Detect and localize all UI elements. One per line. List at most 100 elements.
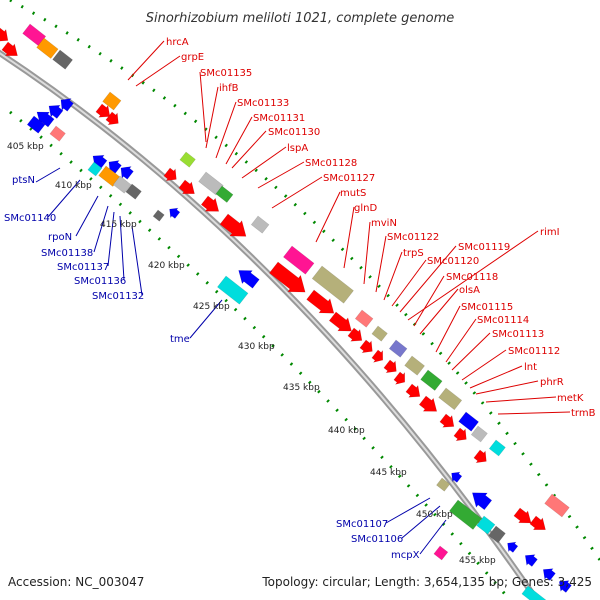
gene-label-SMc01122: SMc01122 — [387, 232, 439, 243]
gene-label-lnt: lnt — [524, 362, 537, 373]
leader-line — [225, 116, 253, 165]
gene-feature-forward — [529, 515, 546, 531]
leader-line — [413, 275, 445, 327]
gene-label-ptsN: ptsN — [12, 175, 35, 186]
leader-line — [385, 497, 431, 524]
leader-line — [419, 288, 459, 335]
kbp-label-430: 430 kbp — [238, 342, 275, 352]
leader-line — [435, 305, 461, 353]
gene-feature-box — [449, 499, 482, 530]
gene-label-lspA: lspA — [287, 143, 308, 154]
gene-feature-box — [125, 183, 142, 200]
leader-line — [399, 245, 457, 313]
gene-feature-box — [470, 425, 488, 443]
leader-line — [47, 179, 81, 218]
gene-feature-reverse — [507, 541, 519, 553]
gene-feature-box — [49, 125, 66, 142]
gene-feature-box — [26, 115, 46, 134]
leader-line — [215, 101, 237, 159]
leader-line — [461, 349, 507, 381]
gene-feature-reverse — [471, 492, 493, 511]
gene-feature-box — [152, 209, 165, 222]
gene-feature-box — [388, 339, 408, 358]
gene-feature-box — [250, 215, 270, 234]
gene-feature-forward — [95, 103, 111, 118]
leader-line — [451, 332, 491, 371]
gene-label-rpoN: rpoN — [48, 232, 72, 243]
gene-label-SMc01131: SMc01131 — [253, 113, 305, 124]
gene-feature-box — [371, 325, 388, 342]
leader-line — [401, 505, 441, 539]
gene-feature-forward — [405, 383, 421, 398]
gene-feature-box — [438, 387, 463, 411]
gene-label-SMc01115: SMc01115 — [461, 302, 513, 313]
gene-label-mviN: mviN — [371, 218, 397, 229]
leader-line — [407, 230, 539, 321]
leader-line — [119, 215, 125, 281]
gene-feature-forward — [371, 349, 384, 363]
gene-feature-forward — [347, 327, 363, 342]
gene-feature-reverse — [60, 98, 74, 112]
gene-feature-box — [476, 515, 496, 535]
label-leader-lines — [35, 40, 571, 555]
gene-feature-box — [98, 165, 121, 187]
gene-feature-forward — [163, 167, 177, 182]
gene-feature-forward — [383, 359, 397, 374]
leader-line — [257, 161, 305, 189]
gene-feature-forward — [219, 213, 247, 237]
gene-feature-forward — [178, 179, 195, 195]
gene-label-SMc01127: SMc01127 — [323, 173, 375, 184]
gene-label-mcpX: mcpX — [391, 550, 420, 561]
gene-feature-box — [87, 161, 103, 177]
gene-feature-reverse — [542, 568, 556, 581]
gene-label-glnD: glnD — [354, 203, 377, 214]
kbp-label-435: 435 kbp — [283, 383, 320, 393]
gene-label-grpE: grpE — [181, 52, 204, 63]
gene-feature-box — [112, 175, 132, 194]
gene-label-rimI: rimI — [540, 227, 560, 238]
gene-feature-box — [179, 151, 196, 168]
leader-line — [315, 191, 341, 243]
gene-feature-box — [215, 185, 234, 203]
gene-label-SMc01130: SMc01130 — [268, 127, 320, 138]
gene-feature-forward — [269, 261, 306, 293]
gene-feature-box — [544, 493, 570, 518]
gene-feature-forward — [418, 395, 438, 412]
leader-line — [241, 146, 287, 179]
gene-feature-box — [521, 585, 549, 600]
gene-feature-box — [36, 37, 59, 59]
gene-feature-box — [436, 477, 451, 492]
gene-label-SMc01119: SMc01119 — [458, 242, 510, 253]
gene-feature-reverse — [524, 554, 538, 567]
kbp-label-440: 440 kbp — [328, 426, 365, 436]
kbp-label-445: 445 kbp — [370, 468, 407, 478]
gene-feature-box — [311, 265, 354, 304]
leader-line — [127, 40, 165, 81]
gene-label-metK: metK — [557, 393, 584, 404]
gene-feature-forward — [105, 111, 119, 126]
leader-line — [363, 221, 371, 285]
gene-feature-forward — [0, 27, 9, 42]
gene-feature-reverse — [451, 471, 463, 483]
gene-feature-reverse — [558, 580, 572, 593]
gene-label-SMc01120: SMc01120 — [427, 256, 479, 267]
kbp-label-455: 455 kbp — [459, 556, 496, 566]
gene-feature-reverse — [36, 111, 55, 128]
gene-feature-forward — [1, 41, 18, 57]
gene-feature-box — [198, 171, 224, 196]
gene-feature-box — [420, 369, 443, 391]
leader-line — [93, 205, 109, 253]
gene-label-SMc01107: SMc01107 — [336, 519, 388, 530]
gene-label-SMc01137: SMc01137 — [57, 262, 109, 273]
gene-feature-box — [488, 439, 506, 457]
gene-label-hrcA: hrcA — [166, 37, 189, 48]
gene-feature-box — [52, 49, 73, 70]
leader-line — [131, 225, 143, 296]
gene-feature-reverse — [120, 166, 134, 180]
gene-feature-box — [404, 355, 425, 376]
gene-feature-forward — [200, 195, 220, 212]
gene-feature-reverse — [169, 207, 181, 219]
leader-line — [343, 206, 355, 269]
gene-features — [0, 23, 572, 600]
